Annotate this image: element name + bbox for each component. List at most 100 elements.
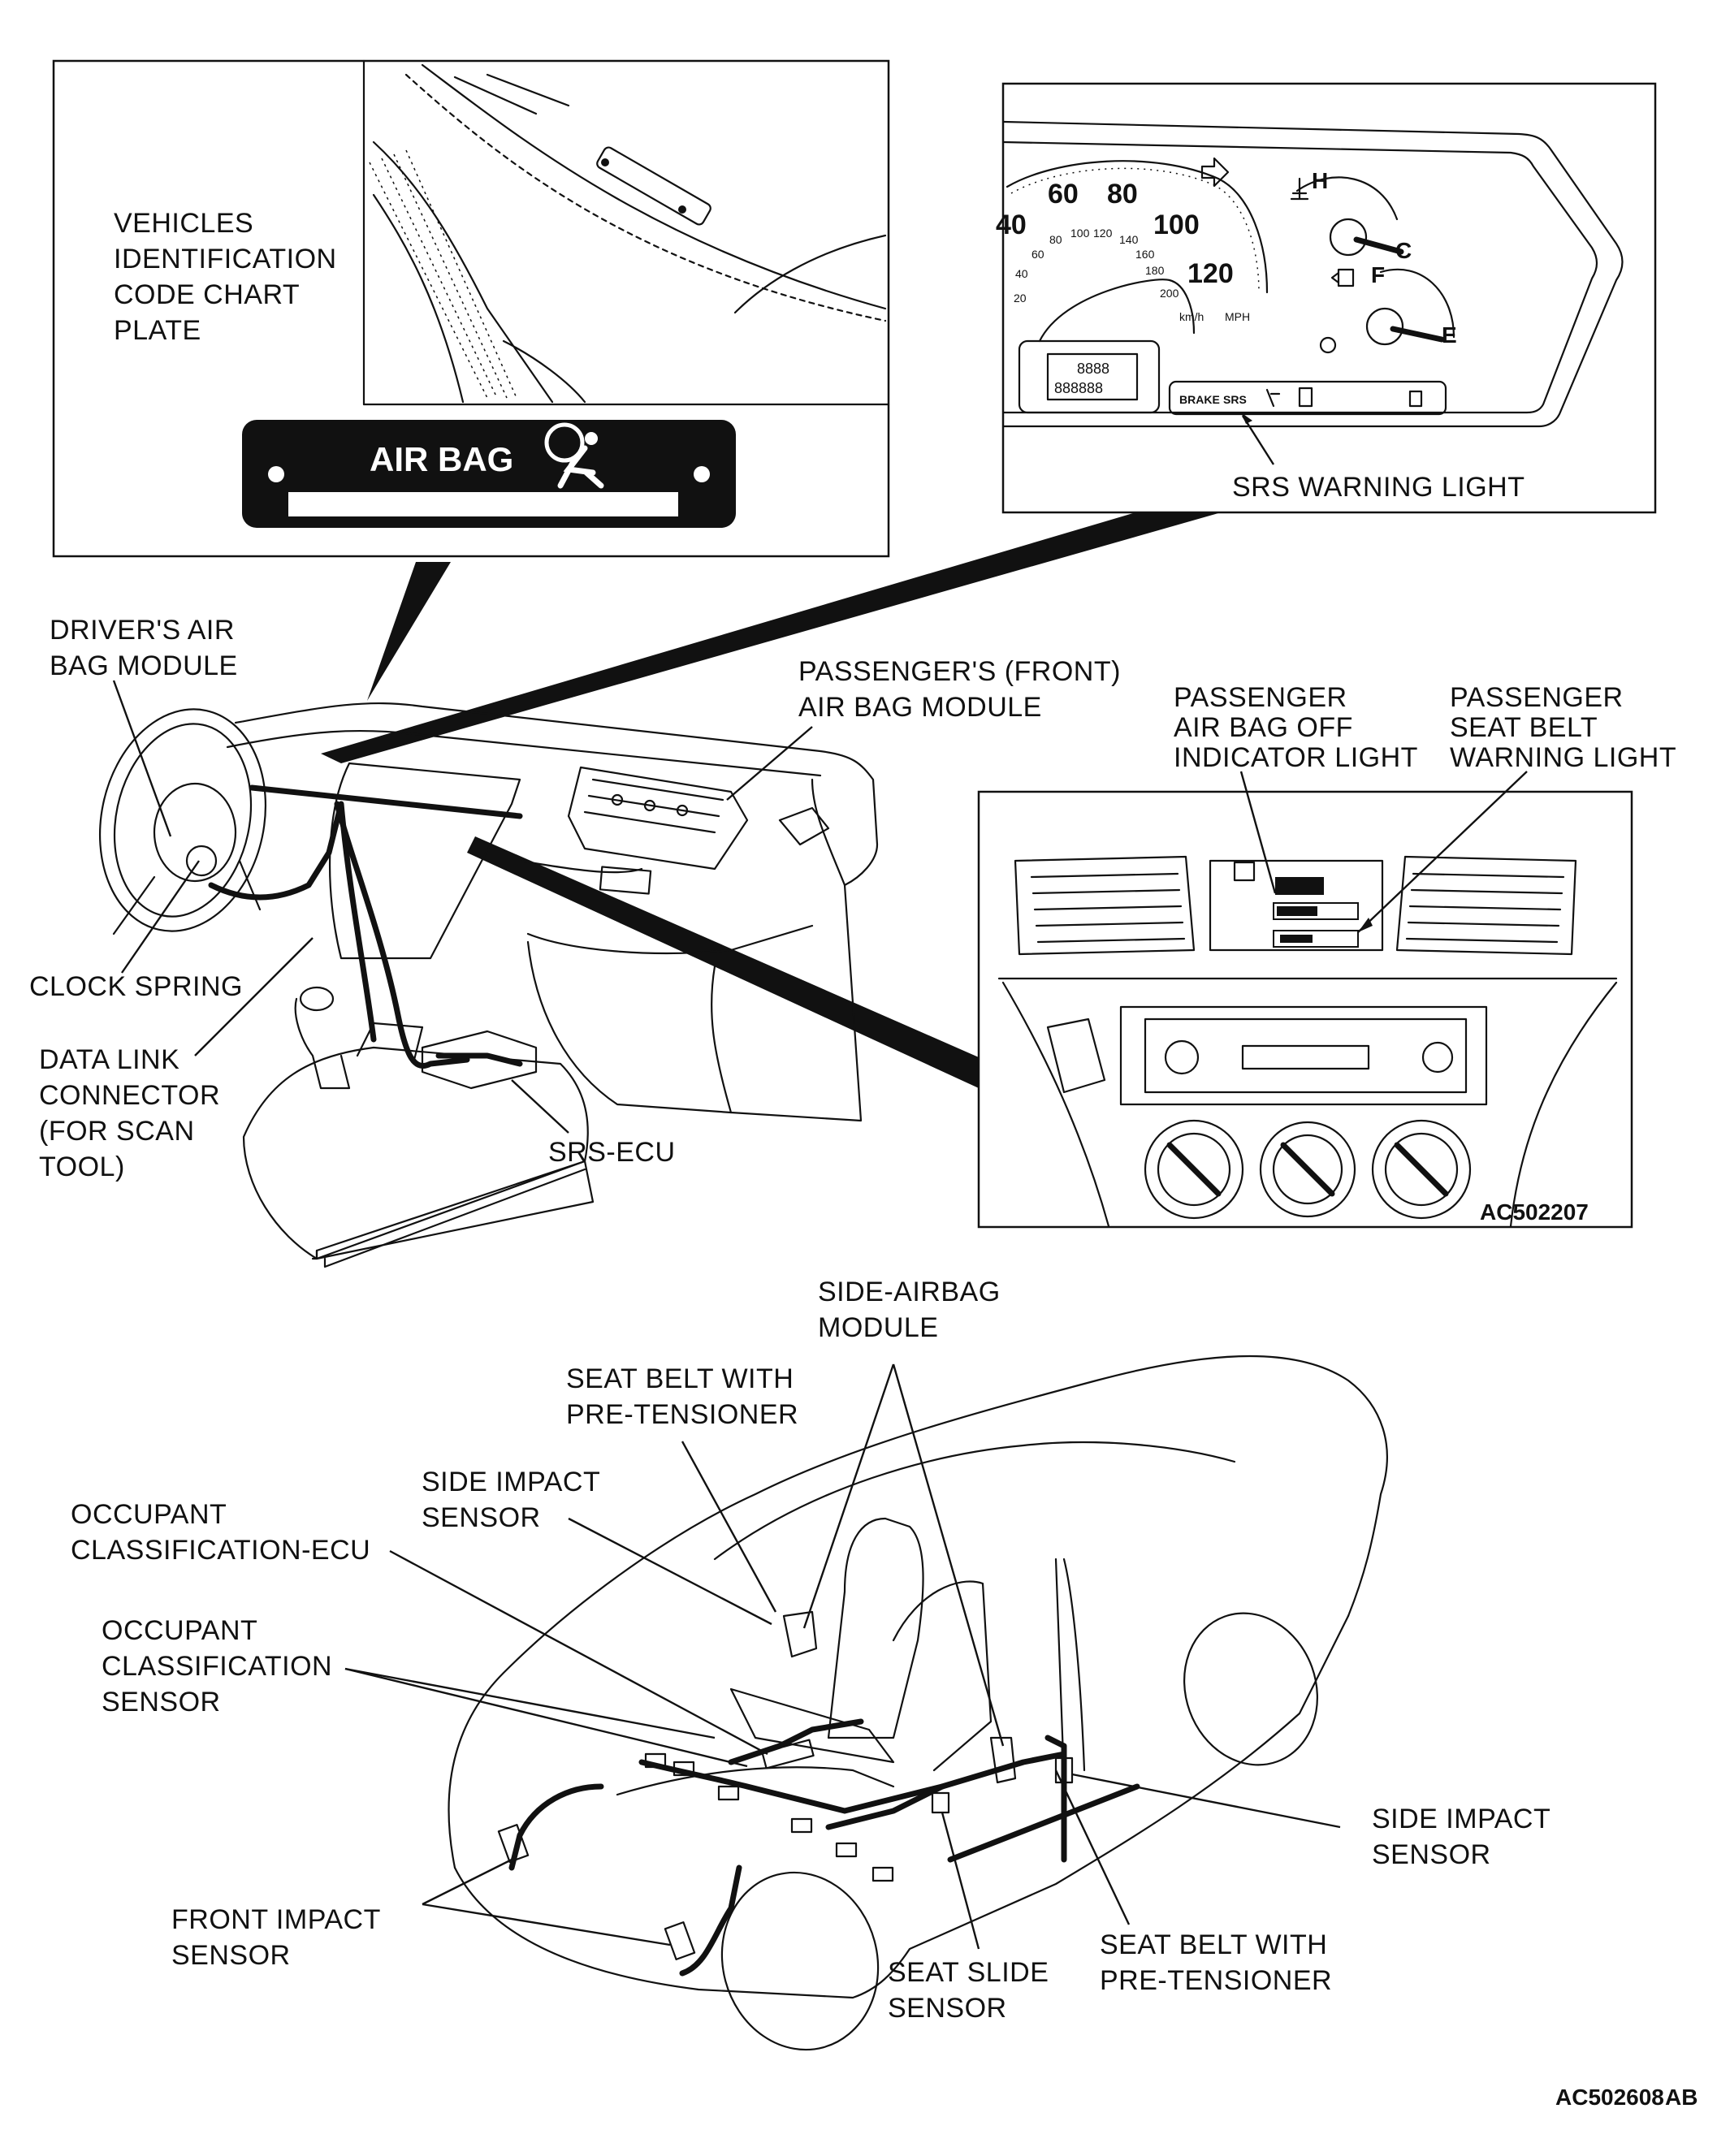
side-impact-right-label-1: SIDE IMPACT — [1372, 1804, 1550, 1834]
pretensioner-top-leader — [681, 1441, 777, 1613]
center-panel-callout-wedge — [467, 836, 979, 1088]
trip-digits: 8888 — [1077, 361, 1109, 377]
speed-value-100: 100 — [1153, 210, 1200, 240]
passenger-airbag-label-1: PASSENGER'S (FRONT) — [798, 656, 1121, 687]
turn-signal-arrow-icon — [1200, 157, 1230, 188]
center-panel-inset: AC502207 — [977, 771, 1633, 1229]
cluster-housing-inner — [1002, 140, 1598, 414]
kmh-160: 160 — [1135, 248, 1155, 261]
connector-2 — [673, 1761, 695, 1777]
side-airbag-label-1: SIDE-AIRBAG — [818, 1277, 1001, 1307]
car-floor-line — [616, 1766, 895, 1796]
fuel-full: F — [1371, 262, 1385, 287]
glovebox — [526, 940, 733, 1114]
seat-slide-label-1: SEAT SLIDE — [888, 1957, 1049, 1988]
climate-knob-right — [1371, 1119, 1472, 1220]
kmh-40: 40 — [1015, 267, 1028, 280]
seatbelt-indicator-icon — [1265, 388, 1281, 408]
climate-knob-center-inner — [1272, 1134, 1343, 1205]
airbag-off-leader — [1239, 771, 1277, 894]
left-vent — [1014, 855, 1196, 956]
dash-lower-panel — [323, 1168, 586, 1268]
srs-harness-passenger-branch — [518, 859, 643, 874]
detail-code: AC502207 — [1480, 1199, 1589, 1225]
kmh-unit: km/h — [1179, 310, 1204, 323]
odometer-display — [1018, 339, 1161, 414]
rear-wheel — [1183, 1612, 1318, 1766]
connector-3 — [717, 1785, 740, 1801]
fuel-needle-hub — [1365, 307, 1404, 346]
occupant-classification-ecu — [761, 1739, 815, 1769]
srs-harness-ecu-branch — [334, 801, 470, 1069]
car-body-bottom-outline — [453, 1614, 1350, 1999]
kmh-180: 180 — [1145, 264, 1165, 277]
steering-column — [112, 859, 262, 935]
steering-wheel-rim-outer — [98, 708, 267, 932]
seatbelt-warning-label-2: SEAT BELT — [1450, 712, 1598, 743]
temp-hi: H — [1312, 168, 1328, 193]
seat-harness — [728, 1718, 864, 1765]
side-airbag-leader-right — [892, 1363, 1005, 1747]
driver-airbag-label-1: DRIVER'S AIR — [50, 615, 235, 646]
figure-code: AC502608 — [1555, 2085, 1664, 2110]
console-lower-edge — [311, 1160, 595, 1260]
car-body-top-outline — [448, 1355, 1388, 1869]
sill-harness — [947, 1783, 1140, 1863]
speed-value-80: 80 — [1107, 179, 1138, 210]
driver-airbag-label-2: BAG MODULE — [50, 650, 238, 681]
kmh-120: 120 — [1093, 227, 1113, 240]
passenger-airbag-module-sketch — [567, 766, 749, 895]
vehicle-id-plate-label-2: IDENTIFICATION — [114, 244, 337, 274]
gear-knob — [299, 986, 335, 1012]
radio-tune-knob — [1421, 1041, 1454, 1074]
door-indicator-icon — [1298, 387, 1313, 408]
clock-display — [1275, 877, 1324, 895]
center-stack-outline — [328, 762, 521, 960]
side-impact-left-label-1: SIDE IMPACT — [422, 1467, 600, 1497]
car-illustration — [448, 1355, 1388, 2051]
temp-needle — [1353, 236, 1404, 255]
pretensioner-bottom-leader — [1054, 1769, 1131, 1925]
seatbelt-warning-leader — [1357, 771, 1528, 933]
floor-harness-lower — [825, 1783, 945, 1830]
airbag-off-label-3: INDICATOR LIGHT — [1174, 742, 1418, 773]
odometer-bezel — [1038, 279, 1196, 343]
passenger-airbag-leader — [726, 726, 813, 801]
front-impact-harness-right — [679, 1864, 742, 1977]
srs-ecu-sketch — [421, 1030, 538, 1090]
vehicle-id-plate-label-4: PLATE — [114, 315, 201, 346]
srs-indicator: SRS — [1223, 393, 1247, 406]
occupant-sensor-leader-2 — [344, 1667, 748, 1768]
speed-value-120: 120 — [1187, 258, 1234, 289]
cluster-knob — [1319, 336, 1337, 354]
speedometer-arc — [1006, 160, 1269, 294]
vehicle-id-plate-inset: VEHICLES IDENTIFICATION CODE CHART PLATE… — [52, 59, 890, 558]
clock-spring-hub — [185, 845, 218, 877]
data-link-label-2: CONNECTOR — [39, 1080, 220, 1111]
panel-right-curve — [1509, 981, 1618, 1228]
dash-upper-contour — [226, 729, 822, 777]
panel-left-curve — [1001, 981, 1110, 1228]
radio-face — [1144, 1018, 1468, 1094]
srs-ecu-label: SRS-ECU — [548, 1137, 676, 1168]
dash-passenger-side — [729, 778, 863, 1122]
occupant-sensor-label-1: OCCUPANT — [102, 1615, 257, 1646]
occupant-ecu-label-2: CLASSIFICATION-ECU — [71, 1535, 370, 1566]
console-tray — [356, 1022, 424, 1061]
occupant-ecu-leader — [389, 1549, 768, 1756]
pretensioner-bottom-label-2: PRE-TENSIONER — [1100, 1965, 1332, 1996]
vehicle-id-plate-label-1: VEHICLES — [114, 208, 253, 239]
occupant-sensor-label-2: CLASSIFICATION — [102, 1651, 332, 1682]
brake-indicator: BRAKE — [1179, 393, 1220, 406]
radio-display — [1241, 1044, 1370, 1070]
climate-knob-center — [1259, 1121, 1356, 1218]
climate-knob-left-inner — [1157, 1132, 1231, 1207]
climate-knob-left — [1144, 1119, 1244, 1220]
connector-4 — [790, 1817, 813, 1834]
temp-gauge-arc — [1295, 176, 1399, 221]
kmh-200: 200 — [1160, 287, 1179, 300]
passenger-seatbelt-indicator — [1273, 930, 1359, 948]
side-airbag-module-left — [782, 1610, 818, 1658]
instrument-cluster-inset: 40 60 80 100 120 20 40 60 80 100 120 140… — [996, 82, 1657, 514]
